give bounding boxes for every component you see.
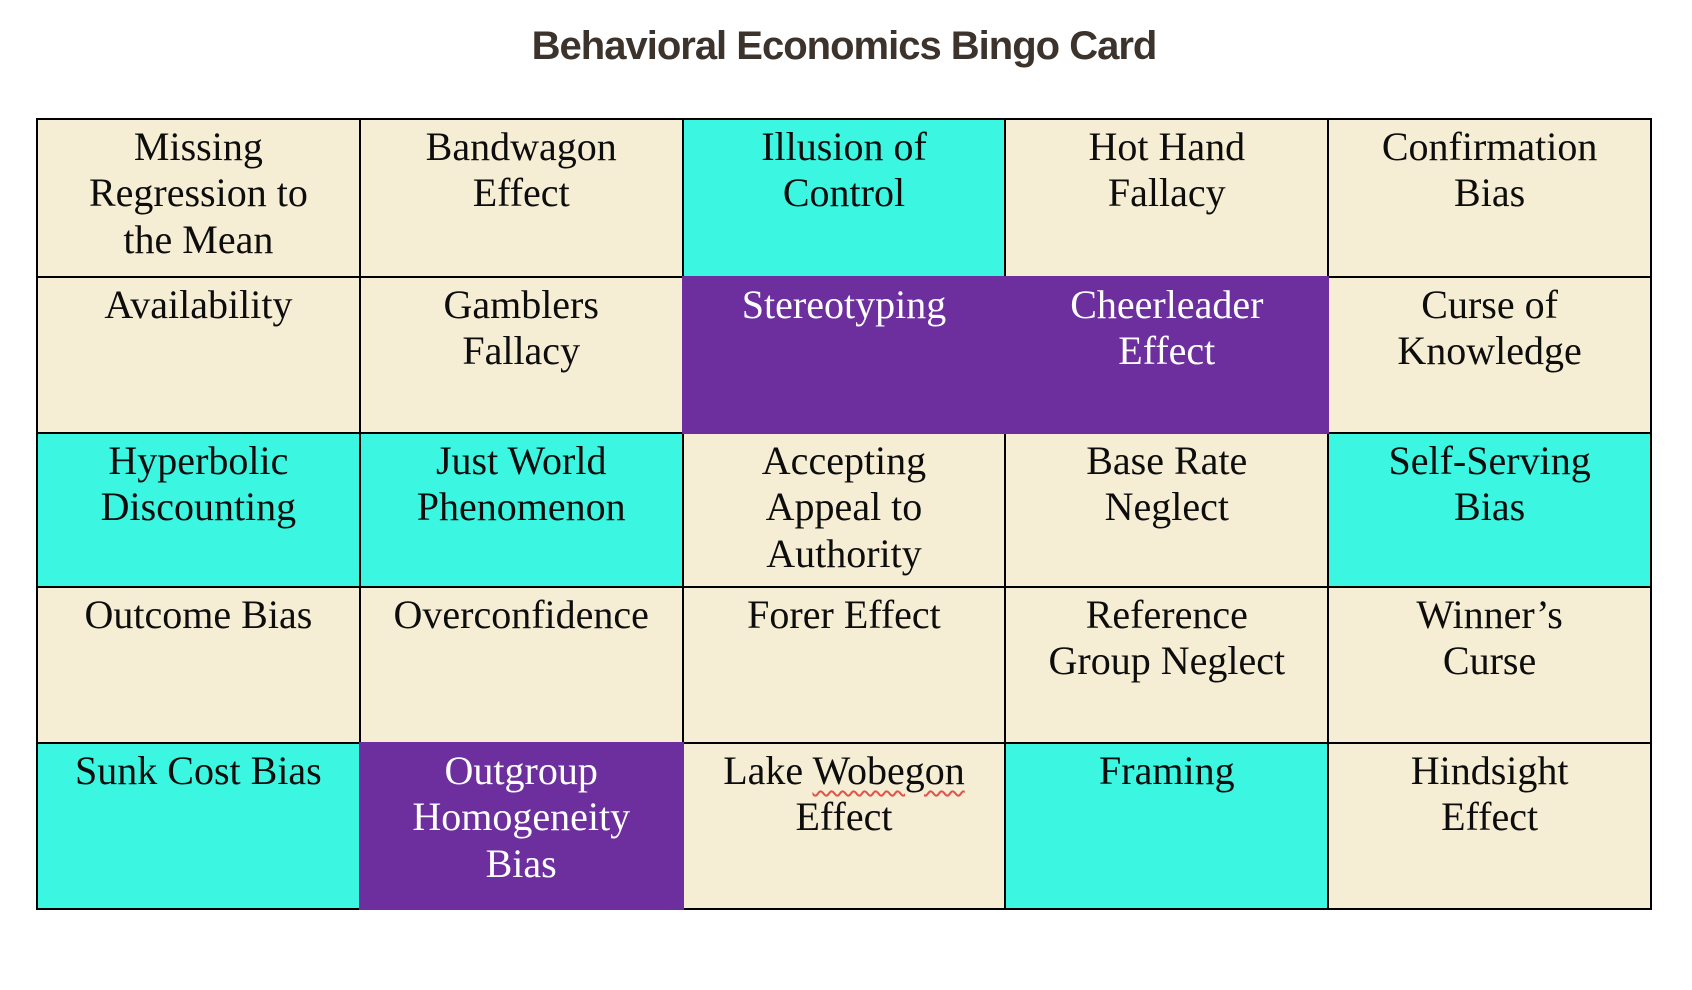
bingo-cell[interactable]: Cheerleader Effect: [1004, 276, 1330, 434]
cell-label: Gamblers Fallacy: [443, 282, 599, 374]
bingo-cell[interactable]: Forer Effect: [681, 586, 1007, 744]
cell-label: Winner’s Curse: [1416, 592, 1563, 684]
bingo-cell[interactable]: Winner’s Curse: [1327, 586, 1652, 744]
cell-label: Lake Wobegon Effect: [723, 748, 965, 839]
cell-label: Self-Serving Bias: [1388, 438, 1591, 530]
cell-label: Curse of Knowledge: [1397, 282, 1582, 374]
bingo-cell[interactable]: Curse of Knowledge: [1327, 276, 1652, 434]
cell-label: Availability: [104, 282, 293, 327]
bingo-cell[interactable]: Base Rate Neglect: [1004, 432, 1330, 588]
bingo-cell[interactable]: Reference Group Neglect: [1004, 586, 1330, 744]
bingo-cell[interactable]: Accepting Appeal to Authority: [681, 432, 1007, 588]
bingo-cell[interactable]: Framing: [1004, 742, 1330, 910]
bingo-row: Outcome Bias Overconfidence Forer Effect…: [36, 586, 1652, 744]
cell-label: Cheerleader Effect: [1070, 282, 1264, 374]
cell-label-suffix: Effect: [795, 794, 893, 840]
bingo-cell[interactable]: Missing Regression to the Mean: [36, 118, 361, 278]
cell-label: Missing Regression to the Mean: [88, 124, 308, 262]
cell-label: Sunk Cost Bias: [75, 748, 322, 793]
bingo-cell[interactable]: Availability: [36, 276, 361, 434]
bingo-cell[interactable]: Illusion of Control: [681, 118, 1007, 278]
cell-label: Confirmation Bias: [1381, 124, 1598, 216]
bingo-cell[interactable]: Lake Wobegon Effect: [681, 742, 1007, 910]
cell-label: Illusion of Control: [761, 124, 927, 216]
bingo-cell[interactable]: Hindsight Effect: [1327, 742, 1652, 910]
cell-label: Just World Phenomenon: [416, 438, 626, 530]
bingo-cell[interactable]: Bandwagon Effect: [358, 118, 684, 278]
bingo-card: Missing Regression to the Mean Bandwagon…: [36, 118, 1652, 910]
cell-label: Forer Effect: [747, 592, 941, 637]
bingo-cell[interactable]: Overconfidence: [358, 586, 684, 744]
cell-label: Overconfidence: [393, 592, 649, 637]
bingo-cell[interactable]: Stereotyping: [681, 276, 1007, 434]
cell-label: Base Rate Neglect: [1086, 438, 1248, 530]
cell-label: Bandwagon Effect: [425, 124, 617, 216]
bingo-row: Availability Gamblers Fallacy Stereotypi…: [36, 276, 1652, 434]
bingo-cell[interactable]: Hot Hand Fallacy: [1004, 118, 1330, 278]
cell-label-prefix: Lake: [723, 748, 813, 793]
bingo-cell[interactable]: Gamblers Fallacy: [358, 276, 684, 434]
cell-label: Stereotyping: [741, 282, 947, 327]
bingo-row: Missing Regression to the Mean Bandwagon…: [36, 118, 1652, 278]
cell-label: Outgroup Homogeneity Bias: [412, 748, 631, 886]
cell-label: Hyperbolic Discounting: [100, 438, 297, 530]
cell-label: Reference Group Neglect: [1048, 592, 1286, 684]
bingo-row: Sunk Cost Bias Outgroup Homogeneity Bias…: [36, 742, 1652, 910]
bingo-cell[interactable]: Hyperbolic Discounting: [36, 432, 361, 588]
bingo-cell[interactable]: Confirmation Bias: [1327, 118, 1652, 278]
bingo-cell[interactable]: Outcome Bias: [36, 586, 361, 744]
cell-label: Hindsight Effect: [1410, 748, 1569, 840]
bingo-cell[interactable]: Sunk Cost Bias: [36, 742, 361, 910]
page-title: Behavioral Economics Bingo Card: [531, 24, 1158, 68]
cell-label: Accepting Appeal to Authority: [761, 438, 927, 576]
bingo-cell[interactable]: Self-Serving Bias: [1327, 432, 1652, 588]
cell-label: Framing: [1099, 748, 1235, 793]
bingo-cell[interactable]: Outgroup Homogeneity Bias: [358, 742, 684, 910]
bingo-cell[interactable]: Just World Phenomenon: [358, 432, 684, 588]
cell-label: Outcome Bias: [84, 592, 313, 637]
bingo-row: Hyperbolic Discounting Just World Phenom…: [36, 432, 1652, 588]
cell-label: Hot Hand Fallacy: [1088, 124, 1246, 216]
misspelled-word: Wobegon: [812, 748, 965, 793]
page: Behavioral Economics Bingo Card Missing …: [0, 22, 1692, 990]
